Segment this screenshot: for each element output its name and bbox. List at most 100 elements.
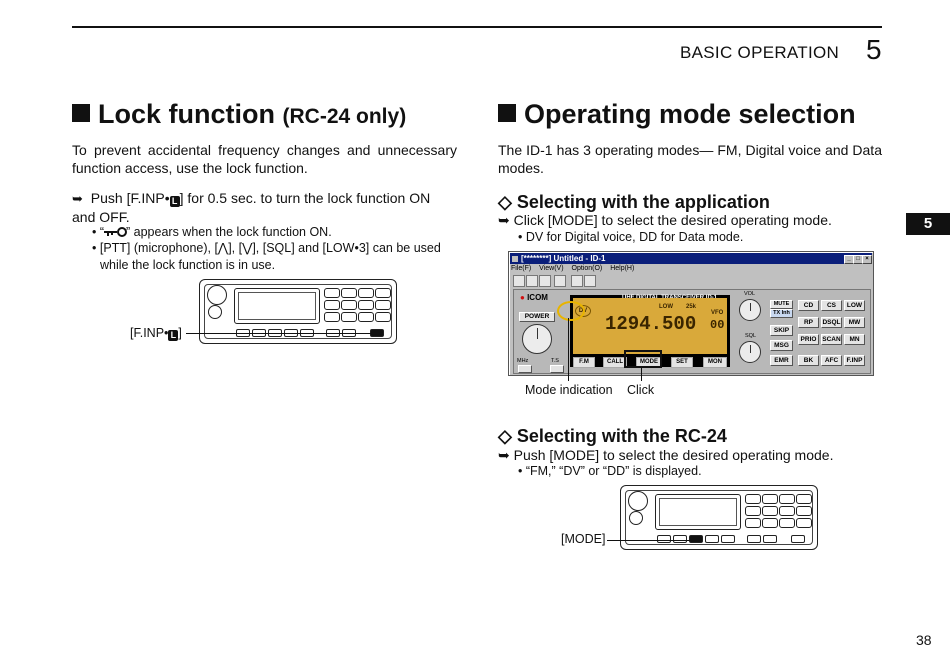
main-dial — [628, 491, 648, 511]
cd-button[interactable]: CD — [798, 300, 819, 311]
power-button[interactable]: POWER — [519, 312, 555, 322]
scan-button[interactable]: SCAN — [821, 334, 842, 345]
mode-click-highlight — [624, 350, 662, 368]
open-icon[interactable] — [526, 275, 538, 287]
app-bullet: • DV for Digital voice, DD for Data mode… — [518, 230, 744, 244]
menu-option[interactable]: Option(O) — [571, 265, 603, 272]
click-label: Click — [627, 383, 655, 397]
menu-help[interactable]: Help(H) — [610, 265, 635, 272]
msg-button[interactable]: MSG — [770, 340, 793, 351]
mode-indication-leader — [568, 318, 569, 381]
finp-key-highlight[interactable] — [370, 329, 384, 337]
rc24-lcd — [234, 288, 320, 324]
click-leader — [641, 366, 642, 381]
app-step: ➥ Click [MODE] to select the desired ope… — [498, 212, 832, 228]
mode-title: Operating mode selection — [498, 99, 856, 130]
ts-label: T.S — [551, 358, 559, 364]
save-icon[interactable] — [539, 275, 551, 287]
mhz-button[interactable] — [518, 365, 532, 373]
list-icon[interactable] — [571, 275, 583, 287]
channel-readout: 00 — [710, 318, 725, 332]
app-heading: ◇ Selecting with the application — [498, 192, 770, 212]
small-knob — [208, 305, 222, 319]
afc-button[interactable]: AFC — [821, 355, 842, 366]
lcd-display: UHF DIGITAL TRANSCEIVER ID-1 DV LOW 25k … — [570, 295, 730, 368]
l-key-icon: L — [168, 330, 179, 341]
rc24-heading: ◇ Selecting with the RC-24 — [498, 426, 727, 446]
fm-button[interactable]: F.M — [573, 357, 595, 368]
close-button[interactable]: × — [862, 255, 872, 264]
emr-button[interactable]: EMR — [770, 355, 793, 366]
l-key-icon: L — [169, 196, 180, 207]
lock-title: Lock function (RC-24 only) — [72, 99, 406, 130]
ts-button[interactable] — [550, 365, 564, 373]
finp-label: [F.INP•L] — [130, 326, 182, 341]
finp-leader-line — [186, 333, 371, 334]
lock-bullet-1: • “” appears when the lock function ON. — [92, 225, 332, 239]
sql-knob[interactable] — [739, 341, 761, 363]
mode-intro: The ID-1 has 3 operating modes— FM, Digi… — [498, 142, 882, 176]
lock-title-suffix: (RC-24 only) — [282, 105, 407, 128]
display-button-bar: F.M CALL MODE SET MON — [573, 357, 727, 368]
set-button[interactable]: SET — [671, 357, 693, 368]
menu-view[interactable]: View(V) — [539, 265, 564, 272]
menu-file[interactable]: File(F) — [511, 265, 532, 272]
mn-button[interactable]: MN — [844, 334, 865, 345]
rc24-panel-lock — [199, 279, 397, 344]
low-button[interactable]: LOW — [844, 300, 865, 311]
window-title-bar: [********] Untitled - ID-1 _ □ × — [510, 253, 872, 264]
power-level: LOW — [659, 304, 673, 310]
square-bullet-icon — [498, 104, 516, 122]
lock-bullet-2: • [PTT] (microphone), [⋀], [⋁], [SQL] an… — [92, 241, 441, 272]
section-number: 5 — [866, 34, 882, 65]
small-knob — [629, 511, 643, 525]
bk-button[interactable]: BK — [798, 355, 819, 366]
software-window[interactable]: [********] Untitled - ID-1 _ □ × File(F)… — [508, 251, 874, 376]
vol-knob[interactable] — [739, 299, 761, 321]
cs-button[interactable]: CS — [821, 300, 842, 311]
key-icon — [104, 227, 128, 237]
prio-button[interactable]: PRIO — [798, 334, 819, 345]
mode-label: [MODE] — [561, 532, 606, 546]
mon-button[interactable]: MON — [703, 357, 727, 368]
lock-step: ➥ Push [F.INP•L] for 0.5 sec. to turn th… — [72, 190, 431, 225]
section-title: BASIC OPERATION — [680, 43, 840, 62]
rc24-bullet: • “FM,” “DV” or “DD” is displayed. — [518, 464, 702, 478]
square-bullet-icon — [72, 104, 90, 122]
app-icon — [512, 256, 518, 262]
mode-key-highlight[interactable] — [689, 535, 703, 543]
vfo-indicator: VFO — [711, 310, 724, 316]
rc24-step: ➥ Push [MODE] to select the desired oper… — [498, 447, 834, 463]
lock-intro: To prevent accidental frequency changes … — [72, 142, 457, 176]
tx-inhibit-button[interactable]: TX Inh — [770, 309, 793, 318]
icom-logo: ● ICOM — [520, 293, 548, 302]
mw-button[interactable]: MW — [844, 317, 865, 328]
call-button[interactable]: CALL — [603, 357, 627, 368]
arrow-icon: ➥ — [72, 191, 83, 206]
refresh-icon[interactable] — [554, 275, 566, 287]
frequency-readout: 1294.500 — [605, 313, 697, 335]
skip-button[interactable]: SKIP — [770, 325, 793, 336]
power-led-icon: ● — [520, 293, 525, 302]
finp-button[interactable]: F.INP — [844, 355, 865, 366]
mute-button[interactable]: MUTE — [770, 300, 793, 309]
main-dial — [207, 285, 227, 305]
tuning-step: 25k — [686, 304, 697, 310]
header-rule — [72, 26, 882, 28]
mode-leader-line — [607, 540, 693, 541]
sql-label: SQL — [745, 333, 757, 339]
zoom-icon[interactable] — [584, 275, 596, 287]
side-tab: 5 — [906, 213, 950, 235]
rc24-panel-mode — [620, 485, 818, 550]
mode-indication-highlight — [557, 301, 585, 321]
rp-button[interactable]: RP — [798, 317, 819, 328]
menu-bar: File(F) View(V) Option(O) Help(H) — [511, 264, 634, 273]
mhz-label: MHz — [517, 358, 529, 364]
rc24-lcd — [655, 494, 741, 530]
new-icon[interactable] — [513, 275, 525, 287]
lcd-screen: DV LOW 25k VFO 1294.500 00 — [573, 298, 727, 354]
dsql-button[interactable]: DSQL — [821, 317, 842, 328]
page-number: 38 — [916, 632, 932, 648]
vol-label: VOL — [744, 291, 756, 297]
main-dial[interactable] — [522, 324, 552, 354]
